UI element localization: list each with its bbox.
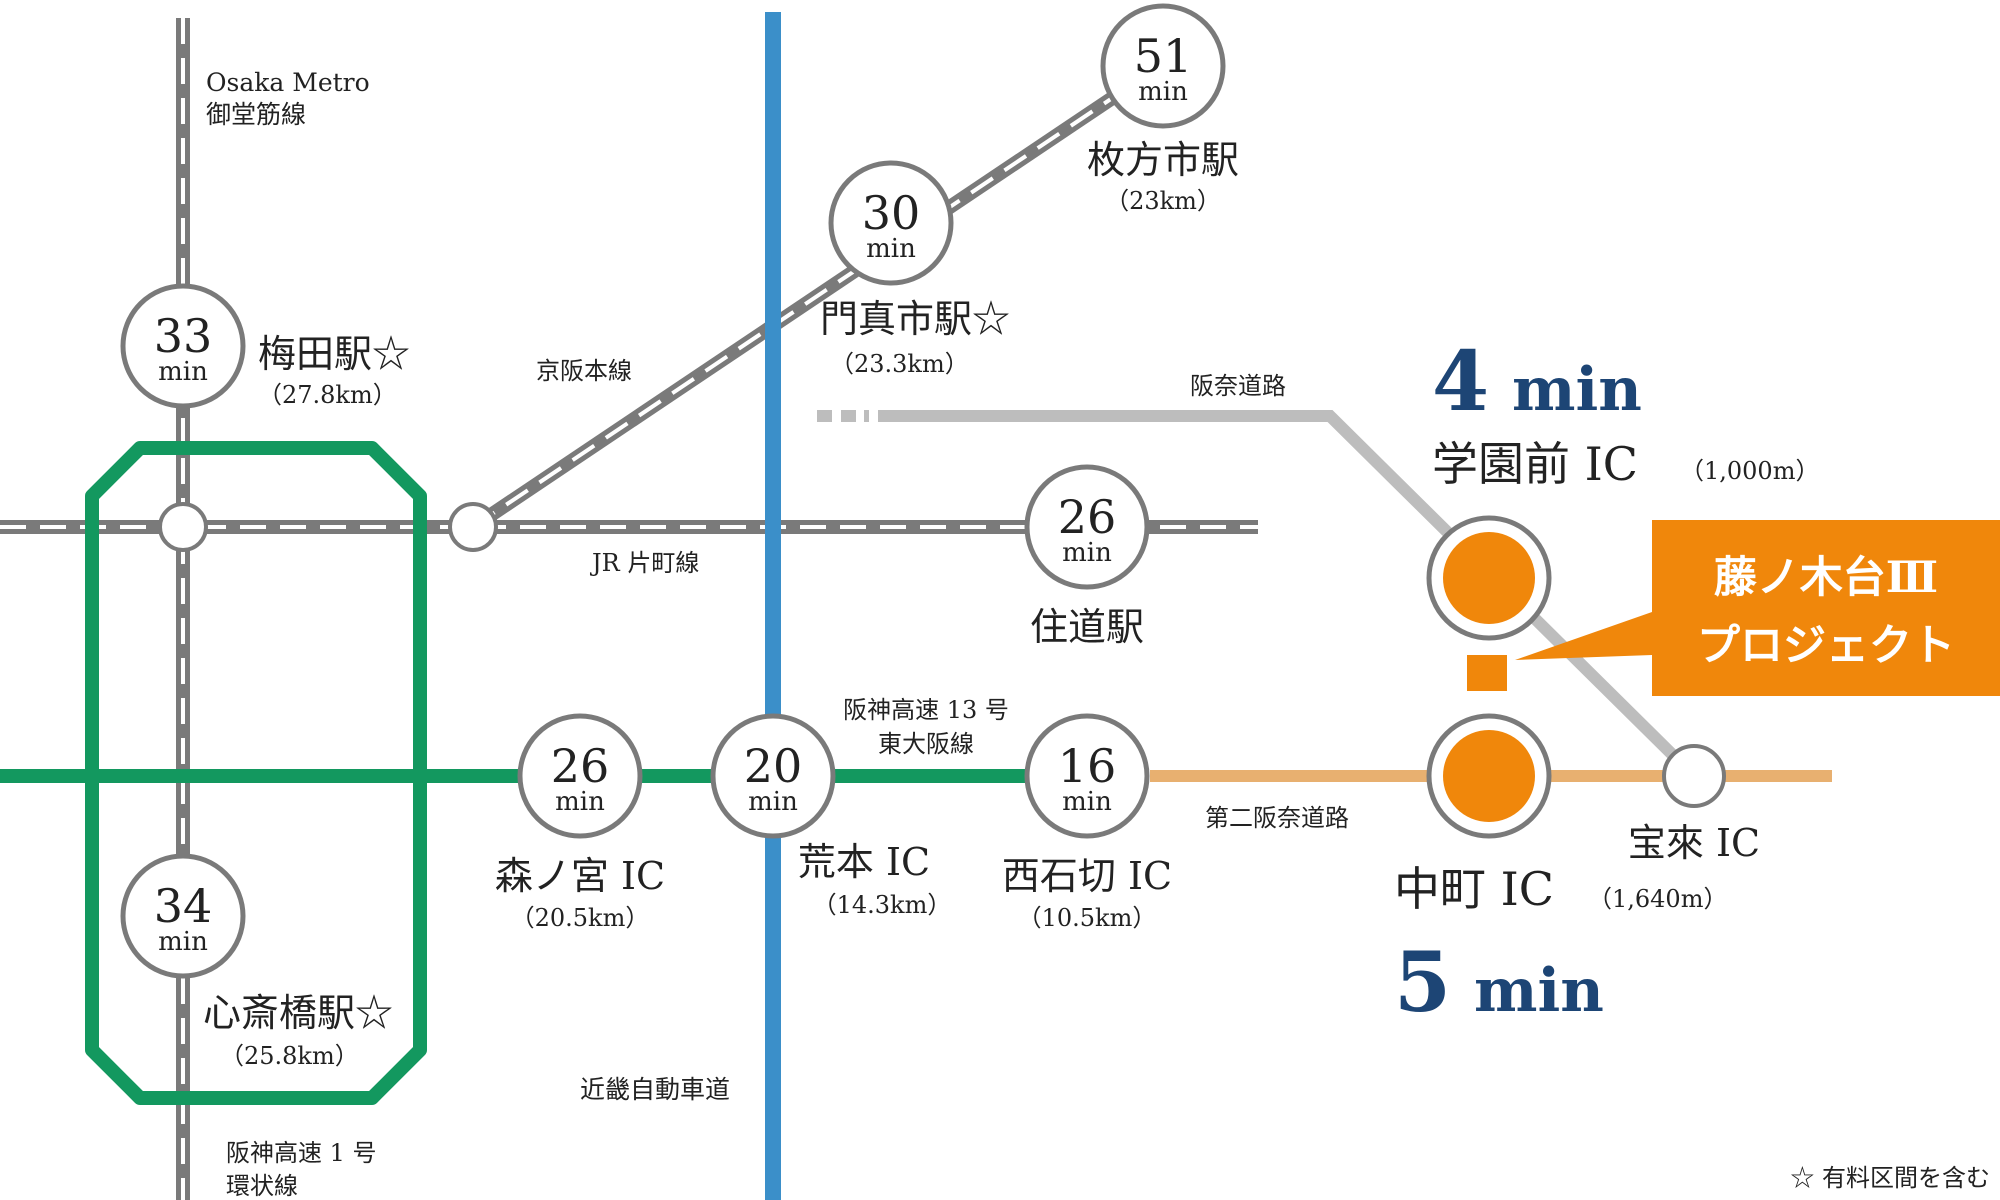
- time-nishiishikiri: 16 min: [1024, 713, 1150, 839]
- label-keihan: 京阪本線: [536, 357, 632, 385]
- dist-kadomashi: （23.3km）: [830, 350, 969, 378]
- gakuenmae-ic-marker: [1426, 515, 1552, 641]
- name-shinsaibashi: 心斎橋駅☆: [203, 991, 393, 1035]
- name-hirakatashi: 枚方市駅: [1087, 138, 1239, 182]
- time-sumimichi: 26 min: [1024, 464, 1150, 590]
- dist-nishiishikiri: （10.5km）: [1018, 904, 1157, 932]
- dist-aramoto: （14.3km）: [813, 891, 952, 919]
- time-umeda: 33 min: [120, 283, 246, 409]
- name-aramoto: 荒本 IC: [798, 840, 930, 884]
- svg-text:min: min: [1062, 538, 1112, 568]
- gakuenmae-time: 4 min: [1432, 334, 1642, 430]
- label-midosuji-2: 御堂筋線: [206, 100, 306, 129]
- keihan-main-line: [469, 56, 1170, 533]
- name-gakuenmae: 学園前 IC: [1432, 437, 1638, 491]
- svg-text:min: min: [555, 787, 605, 817]
- name-morinomiya: 森ノ宮 IC: [495, 854, 665, 898]
- label-midosuji-1: Osaka Metro: [206, 68, 370, 97]
- label-hanshin1-1: 阪神高速 1 号: [226, 1139, 377, 1167]
- svg-text:min: min: [1062, 787, 1112, 817]
- svg-text:33: 33: [154, 309, 213, 363]
- junction-umeda-katamachi: [158, 502, 208, 552]
- label-hanna: 阪奈道路: [1190, 372, 1286, 400]
- label-hanshin1-2: 環状線: [226, 1172, 298, 1200]
- label-hanshin13-2: 東大阪線: [878, 730, 974, 758]
- toll-note: ☆ 有料区間を含む: [1790, 1164, 1990, 1192]
- dist-shinsaibashi: （25.8km）: [220, 1042, 359, 1070]
- name-nakamachi: 中町 IC: [1394, 862, 1554, 916]
- svg-text:26: 26: [551, 739, 610, 793]
- label-hanshin13-1: 阪神高速 13 号: [843, 696, 1009, 724]
- time-shinsaibashi: 34 min: [120, 853, 246, 979]
- name-kadomashi: 門真市駅☆: [820, 297, 1010, 341]
- time-morinomiya: 26 min: [517, 713, 643, 839]
- svg-text:min: min: [1512, 355, 1642, 425]
- time-hirakatashi: 51 min: [1100, 3, 1226, 129]
- project-site-marker: [1467, 655, 1507, 691]
- project-name-line1: 藤ノ木台Ⅲ: [1714, 553, 1938, 603]
- hanshin-loop-line: [85, 441, 427, 1105]
- svg-text:min: min: [158, 927, 208, 957]
- dist-gakuenmae: （1,000m）: [1680, 457, 1819, 485]
- svg-text:26: 26: [1058, 490, 1117, 544]
- svg-text:min: min: [158, 357, 208, 387]
- hourai-ic-marker: [1662, 744, 1726, 808]
- name-sumimichi: 住道駅: [1030, 605, 1144, 649]
- svg-text:5: 5: [1394, 935, 1451, 1031]
- project-callout: 藤ノ木台Ⅲ プロジェクト: [1515, 520, 2000, 696]
- nakamachi-time: 5 min: [1394, 935, 1604, 1031]
- svg-text:4: 4: [1432, 334, 1489, 430]
- svg-text:16: 16: [1058, 739, 1117, 793]
- dist-morinomiya: （20.5km）: [511, 904, 650, 932]
- svg-text:min: min: [866, 234, 916, 264]
- dist-hirakatashi: （23km）: [1105, 187, 1221, 215]
- svg-text:min: min: [748, 787, 798, 817]
- svg-text:20: 20: [744, 739, 803, 793]
- name-hourai: 宝來 IC: [1628, 821, 1760, 865]
- svg-text:min: min: [1138, 77, 1188, 107]
- time-kadomashi: 30 min: [828, 160, 954, 286]
- nakamachi-ic-marker: [1426, 713, 1552, 839]
- junction-kyobashi: [448, 502, 498, 552]
- time-aramoto: 20 min: [710, 713, 836, 839]
- svg-text:30: 30: [862, 186, 921, 240]
- svg-text:min: min: [1474, 956, 1604, 1026]
- label-kinki: 近畿自動車道: [580, 1075, 730, 1104]
- name-umeda: 梅田駅☆: [258, 332, 410, 376]
- name-nishiishikiri: 西石切 IC: [1002, 854, 1172, 898]
- label-daini-hanna: 第二阪奈道路: [1205, 804, 1349, 832]
- dist-umeda: （27.8km）: [258, 381, 397, 409]
- svg-text:51: 51: [1134, 29, 1193, 83]
- dist-nakamachi: （1,640m）: [1588, 885, 1727, 913]
- label-jr-katamachi: JR 片町線: [589, 549, 699, 577]
- svg-text:34: 34: [154, 879, 213, 933]
- project-name-line2: プロジェクト: [1697, 621, 1955, 671]
